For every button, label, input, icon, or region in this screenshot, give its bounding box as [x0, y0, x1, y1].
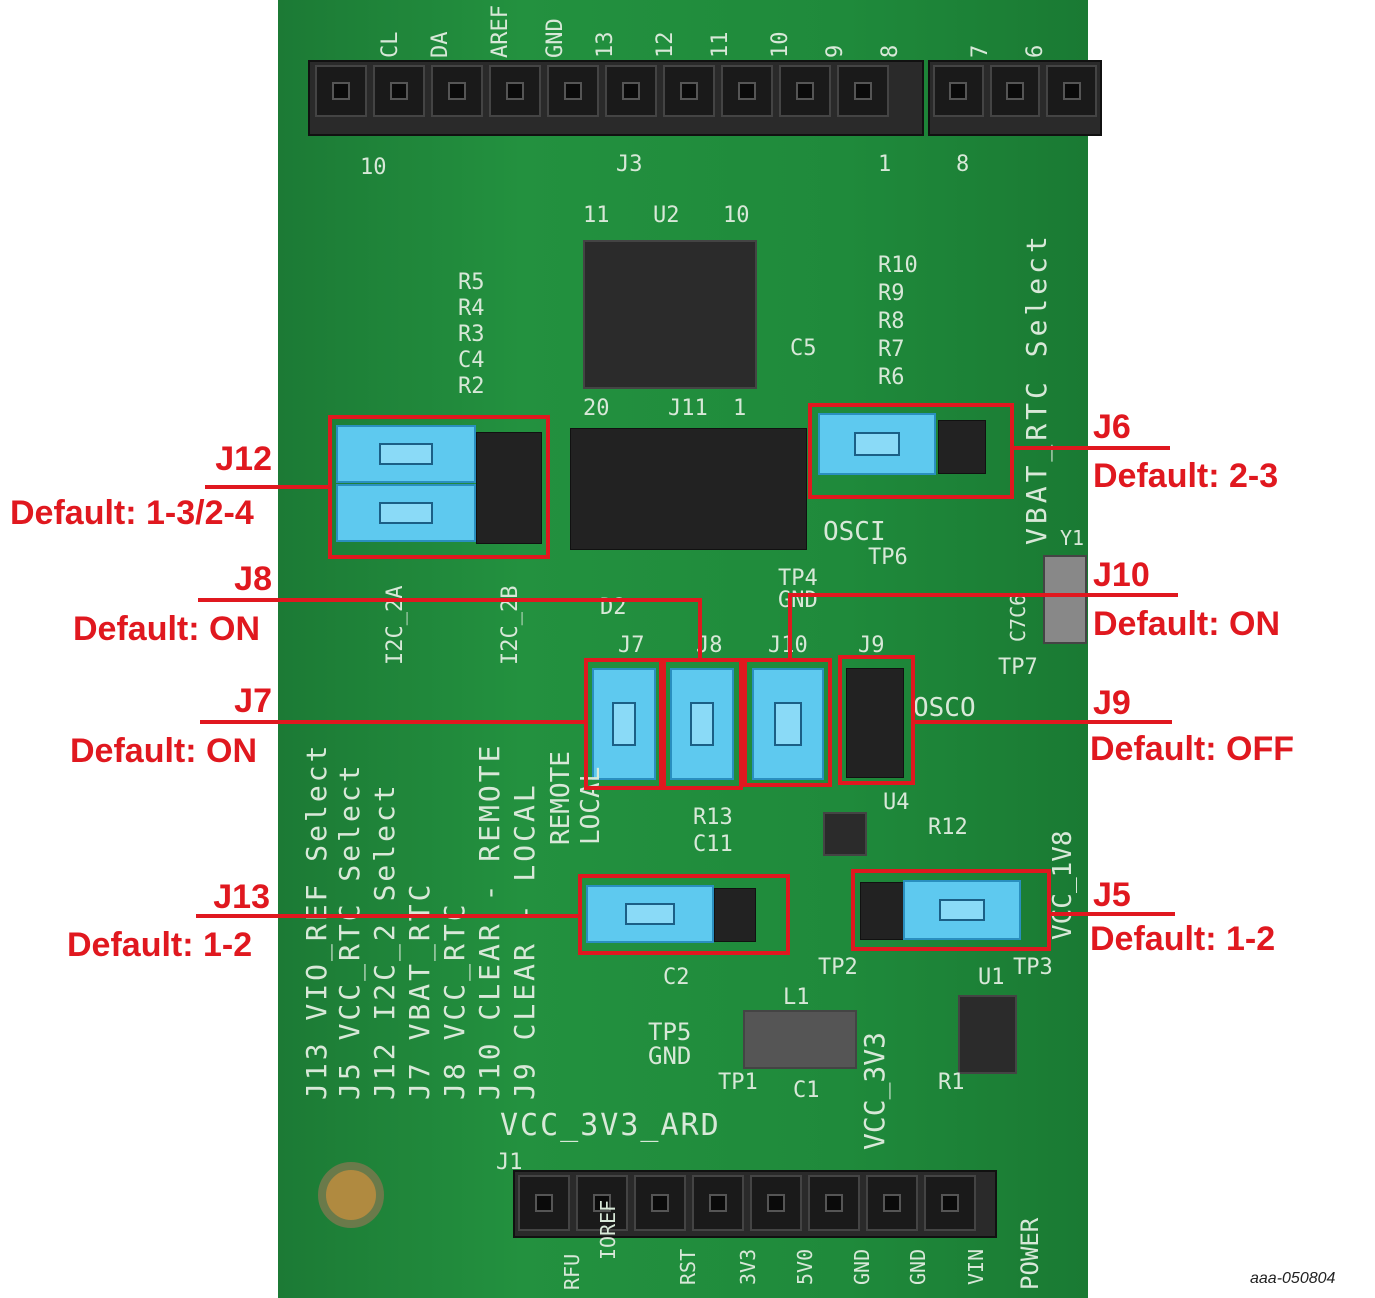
r3: R3 — [458, 322, 485, 347]
j8-label: J8 — [234, 560, 272, 598]
j11-pin1: 1 — [733, 396, 747, 421]
j13-header — [714, 888, 756, 942]
tp3-label: TP3 — [1013, 955, 1053, 980]
u2-label: U2 — [653, 203, 680, 228]
j8-default: Default: ON — [73, 610, 260, 648]
j6-label: J6 — [1093, 408, 1131, 446]
r6: R6 — [878, 365, 905, 390]
j8-leader-line — [198, 598, 702, 660]
r5: R5 — [458, 270, 485, 295]
j6-header — [938, 420, 986, 474]
tp5-gnd-label: TP5 GND — [648, 1018, 692, 1070]
j6-highlight-box — [808, 403, 1014, 499]
j3-pin-last: 1 — [878, 152, 892, 177]
j5-default: Default: 1-2 — [1090, 920, 1276, 958]
u1-chip — [958, 995, 1017, 1074]
y1-label: Y1 — [1060, 526, 1085, 550]
j12-jumper-bottom[interactable] — [336, 484, 476, 542]
mounting-hole — [318, 1162, 384, 1228]
j3-label: J3 — [616, 152, 643, 177]
j6-default: Default: 2-3 — [1093, 457, 1279, 495]
u2-pin11: 11 — [583, 203, 610, 228]
c5-label: C5 — [790, 336, 817, 361]
j12-label: J12 — [215, 440, 272, 478]
j8-highlight-box — [662, 658, 743, 790]
r10: R10 — [878, 253, 918, 278]
r7: R7 — [878, 337, 905, 362]
j3-pin-first: 10 — [360, 155, 387, 180]
c11-label: C11 — [693, 832, 733, 857]
r9: R9 — [878, 281, 905, 306]
r1-label: R1 — [938, 1070, 965, 1095]
j13-jumper[interactable] — [586, 885, 714, 943]
tp6-label: TP6 — [868, 545, 908, 570]
vcc-3v3-ard-label: VCC_3V3_ARD — [500, 1108, 721, 1143]
j11-pin20: 20 — [583, 396, 610, 421]
u4-label: U4 — [883, 790, 910, 815]
j5-label: J5 — [1093, 876, 1131, 914]
r12-label: R12 — [928, 815, 968, 840]
j12-highlight-box — [328, 415, 550, 559]
r13-label: R13 — [693, 805, 733, 830]
j10-default: Default: ON — [1093, 605, 1280, 643]
j6-jumper[interactable] — [818, 413, 936, 475]
bottom-power-header — [513, 1170, 997, 1238]
j11-label: J11 — [668, 396, 708, 421]
j13-default: Default: 1-2 — [67, 926, 253, 964]
j10-silk: J10 — [768, 633, 808, 658]
u1-label: U1 — [978, 965, 1005, 990]
crystal-y1 — [1043, 555, 1087, 644]
j7-default: Default: ON — [70, 732, 257, 770]
tp2-label: TP2 — [818, 955, 858, 980]
j12-jumper-top[interactable] — [336, 425, 476, 483]
j10-label: J10 — [1093, 556, 1150, 594]
osco-label: OSCO — [913, 693, 976, 723]
j10-highlight-box — [743, 658, 832, 787]
figure-id: aaa-050804 — [1250, 1270, 1336, 1287]
osci-label: OSCI — [823, 517, 886, 547]
j3b-pin: 8 — [956, 152, 970, 177]
l1-label: L1 — [783, 985, 810, 1010]
c2-label: C2 — [663, 965, 690, 990]
tp4-gnd-label: TP4 GND — [778, 566, 818, 613]
j9-silk: J9 — [858, 633, 885, 658]
j9-label: J9 — [1093, 684, 1131, 722]
j9-header — [846, 668, 904, 778]
j10-jumper[interactable] — [752, 668, 824, 780]
j5-jumper[interactable] — [903, 880, 1021, 940]
j13-highlight-box — [578, 874, 790, 955]
j7-silk: J7 — [618, 633, 645, 658]
top-header-j3 — [308, 60, 924, 136]
r4: R4 — [458, 296, 485, 321]
j9-default: Default: OFF — [1090, 730, 1294, 768]
r8: R8 — [878, 309, 905, 334]
j12-default: Default: 1-3/2-4 — [10, 494, 254, 532]
j7-jumper[interactable] — [592, 668, 656, 780]
j11-header — [570, 428, 807, 550]
u2-chip — [583, 240, 757, 389]
j5-highlight-box — [851, 869, 1051, 951]
inductor-l1 — [743, 1010, 857, 1069]
j7-label: J7 — [234, 682, 272, 720]
tp7-label: TP7 — [998, 655, 1038, 680]
j12-header — [476, 432, 542, 544]
c4: C4 — [458, 348, 485, 373]
c1-label: C1 — [793, 1078, 820, 1103]
top-header-right — [928, 60, 1102, 136]
u4-chip — [823, 812, 867, 856]
j9-highlight-box — [838, 655, 915, 785]
r2: R2 — [458, 374, 485, 399]
pcb-board: CL DA AREF GND 13 12 11 10 9 8 7 6 10 J3… — [278, 0, 1102, 1298]
u2-pin10: 10 — [723, 203, 750, 228]
j10-leader-line — [788, 593, 1178, 660]
j7-highlight-box — [584, 658, 663, 790]
j8-jumper[interactable] — [670, 668, 734, 780]
j13-label: J13 — [213, 878, 270, 916]
tp1-label: TP1 — [718, 1070, 758, 1095]
